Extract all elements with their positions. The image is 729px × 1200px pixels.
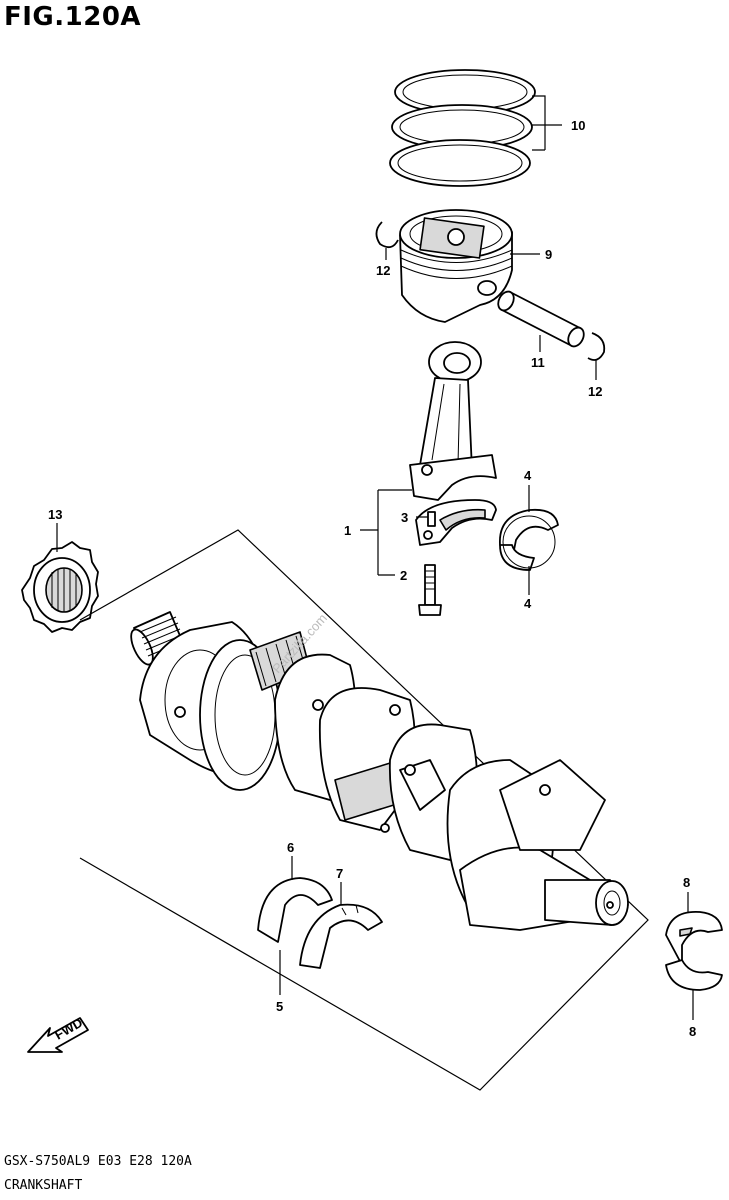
forward-direction-arrow: FWD xyxy=(27,1015,89,1053)
callout-2[interactable]: 2 xyxy=(400,568,407,583)
piston-pin-circlip-left[interactable] xyxy=(375,221,399,249)
crankshaft-thrust-bearing-lower[interactable] xyxy=(299,903,383,969)
piston-pin-circlip-right[interactable] xyxy=(587,332,606,361)
callout-12-left[interactable]: 12 xyxy=(376,263,390,278)
callout-3[interactable]: 3 xyxy=(401,510,408,525)
crankshaft-thrust-bearing-upper[interactable] xyxy=(257,877,333,943)
piston[interactable] xyxy=(399,209,513,323)
callout-8-bottom[interactable]: 8 xyxy=(689,1024,696,1039)
crankshaft[interactable] xyxy=(127,611,629,931)
callout-1-2-3-leaders xyxy=(360,489,428,576)
connecting-rod-cap[interactable] xyxy=(415,499,497,546)
callout-10[interactable]: 10 xyxy=(571,118,585,133)
connecting-rod[interactable] xyxy=(409,341,497,501)
conrod-bolt[interactable] xyxy=(418,564,442,616)
callout-9[interactable]: 9 xyxy=(545,247,552,262)
callout-11[interactable]: 11 xyxy=(531,355,545,370)
callout-4-top[interactable]: 4 xyxy=(524,468,532,483)
primary-drive-gear[interactable] xyxy=(21,541,99,633)
figure-title: FIG.120A xyxy=(4,2,142,32)
callout-1[interactable]: 1 xyxy=(344,523,351,538)
section-name: CRANKSHAFT xyxy=(4,1178,83,1193)
callout-4-bottom[interactable]: 4 xyxy=(524,596,532,611)
callout-10-leader xyxy=(532,95,562,151)
crankshaft-journal-bearing[interactable] xyxy=(665,911,723,991)
bearing-dowel[interactable] xyxy=(427,511,436,527)
crankshaft-assembly-frame xyxy=(79,529,649,1091)
piston-rings[interactable] xyxy=(389,69,536,187)
callout-12-right[interactable]: 12 xyxy=(588,384,602,399)
callout-5[interactable]: 5 xyxy=(276,999,283,1014)
conrod-bearing[interactable] xyxy=(499,508,559,571)
piston-pin[interactable] xyxy=(495,289,587,349)
callout-8-top[interactable]: 8 xyxy=(683,875,690,890)
model-code: GSX-S750AL9 E03 E28 120A xyxy=(4,1154,192,1169)
callout-7[interactable]: 7 xyxy=(336,866,343,881)
callout-6[interactable]: 6 xyxy=(287,840,294,855)
callout-13[interactable]: 13 xyxy=(48,507,62,522)
